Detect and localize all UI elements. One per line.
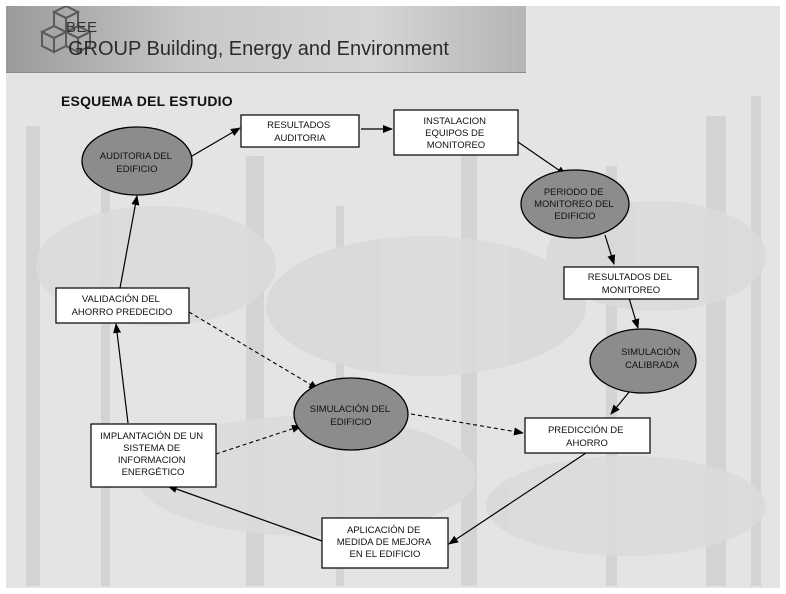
node-aplicacion-medida: APLICACIÓN DE MEDIDA DE MEJORA EN EL EDI… <box>321 517 449 569</box>
arrow-calibrada-to-prediccion <box>610 390 631 415</box>
header-banner: BEE GROUP Building, Energy and Environme… <box>6 6 526 73</box>
svg-text:RESULTADOS DEL MONITOR: RESULTADOS DEL MONITOREO <box>588 272 674 296</box>
bee-logo-icon <box>39 6 93 54</box>
node-resultados-auditoria: RESULTADOS AUDITORIA <box>240 114 360 148</box>
svg-text:SIMULACIÓN DEL EDIFICI: SIMULACIÓN DEL EDIFICIO <box>310 404 393 428</box>
svg-text:AUDITORIA DEL EDIFICIO: AUDITORIA DEL EDIFICIO <box>100 151 174 175</box>
company-name: GROUP Building, Energy and Environment <box>68 38 449 60</box>
arrow-instalacion-to-periodo <box>517 141 567 176</box>
arrow-validacion-to-auditoria <box>119 195 140 289</box>
svg-text:RESULTADOS AUDITORIA: RESULTADOS AUDITORIA <box>267 120 333 144</box>
node-instalacion-equipos: INSTALACION EQUIPOS DE MONITOREO <box>393 109 519 156</box>
svg-text:PERIODO DE MONITOREO: PERIODO DE MONITOREO DEL EDIFICIO <box>534 187 616 222</box>
dashed-arrow-simulacion-to-prediccion <box>410 413 524 436</box>
arrow-resultados-to-calibrada <box>628 297 640 329</box>
dashed-arrow-implantacion-to-simulacion <box>215 425 302 455</box>
node-prediccion-ahorro: PREDICCIÓN DE AHORRO <box>524 417 651 454</box>
arrow-prediccion-to-aplicacion <box>448 452 587 545</box>
node-implantacion-sistema: IMPLANTACIÓN DE UN SISTEMA DE INFORMACIO… <box>90 423 217 488</box>
node-resultados-monitoreo: RESULTADOS DEL MONITOREO <box>563 266 699 300</box>
node-validacion-ahorro: VALIDACIÓN DEL AHORRO PREDECIDO <box>55 287 190 324</box>
svg-text:INSTALACION EQUIPOS DE: INSTALACION EQUIPOS DE MONITOREO <box>423 116 488 151</box>
svg-text:IMPLANTACIÓN DE UN SIS: IMPLANTACIÓN DE UN SISTEMA DE INFORMACIO… <box>100 431 205 478</box>
arrow-auditoria-to-resultados <box>191 127 241 157</box>
svg-text:PREDICCIÓN DE AHORRO: PREDICCIÓN DE AHORRO <box>548 425 626 449</box>
arrow-periodo-to-resultados-monitoreo <box>604 234 616 265</box>
node-auditoria: AUDITORIA DEL EDIFICIO <box>81 126 193 196</box>
svg-text:APLICACIÓN DE MEDIDA D: APLICACIÓN DE MEDIDA DE MEJORA EN EL EDI… <box>337 525 434 560</box>
node-simulacion-calibrada: SIMULACIÓN CALIBRADA <box>589 328 697 394</box>
node-periodo-monitoreo: PERIODO DE MONITOREO DEL EDIFICIO <box>520 169 630 239</box>
page-title: ESQUEMA DEL ESTUDIO <box>61 93 233 109</box>
dashed-arrow-validacion-to-simulacion <box>188 311 319 390</box>
study-flow-diagram: AUDITORIA DEL EDIFICIO PERIODO DE MONITO… <box>55 109 699 569</box>
arrow-aplicacion-to-implantacion <box>167 485 323 542</box>
svg-text:VALIDACIÓN DEL AHORRO: VALIDACIÓN DEL AHORRO PREDECIDO <box>72 294 173 318</box>
slide-canvas: BEE GROUP Building, Energy and Environme… <box>6 6 780 588</box>
svg-text:SIMULACIÓN CALIBRADA: SIMULACIÓN CALIBRADA <box>621 347 683 371</box>
node-simulacion-edificio: SIMULACIÓN DEL EDIFICIO <box>293 377 409 451</box>
brand-name: BEE <box>66 19 98 36</box>
arrow-implantacion-to-validacion <box>113 323 129 424</box>
